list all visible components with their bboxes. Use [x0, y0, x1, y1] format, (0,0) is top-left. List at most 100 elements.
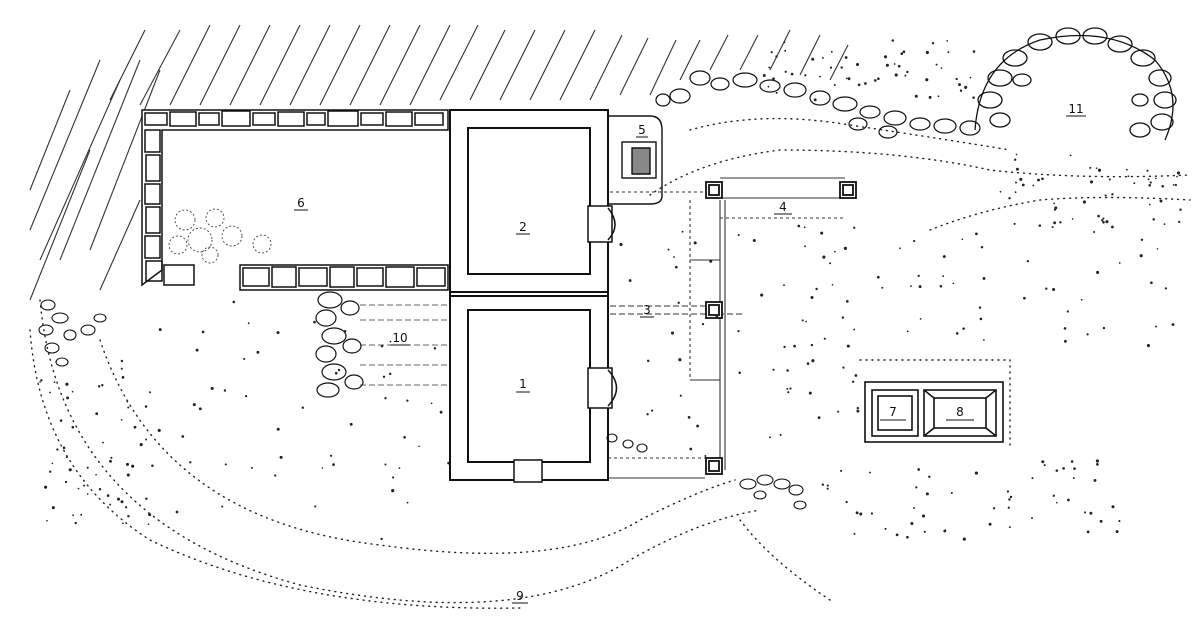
ground-dot — [1096, 463, 1099, 466]
ground-dot — [830, 50, 833, 53]
ground-dot — [881, 286, 884, 289]
ground-dot — [1082, 200, 1086, 204]
walled-yard-walls — [141, 109, 449, 291]
ground-dot — [120, 367, 123, 370]
stone-enclosure — [974, 27, 1177, 141]
ground-dot — [767, 85, 770, 88]
ground-dot — [1008, 498, 1011, 501]
ground-dot — [844, 56, 848, 59]
ground-dot — [1006, 490, 1010, 493]
ground-dot — [1073, 467, 1076, 470]
ground-dot — [329, 454, 333, 457]
ground-dot — [72, 514, 74, 517]
ground-dots — [39, 39, 1182, 541]
ground-dot — [175, 510, 179, 514]
ground-dot — [189, 461, 192, 464]
ground-dot — [148, 391, 152, 394]
ground-dot — [762, 74, 766, 77]
ground-dot — [380, 344, 384, 348]
ground-dot — [931, 42, 935, 45]
ground-dot — [71, 425, 75, 429]
ground-dot — [906, 535, 909, 539]
ground-dot — [950, 491, 953, 495]
ground-dot — [120, 359, 124, 363]
ground-dot — [884, 527, 887, 530]
ground-dot — [704, 455, 707, 457]
ground-dot — [846, 344, 850, 348]
ground-dot — [1154, 177, 1157, 180]
ground-dot — [71, 390, 74, 393]
ground-dot — [737, 330, 740, 333]
ground-dot — [51, 462, 54, 465]
ground-dot — [982, 276, 986, 280]
ground-dot — [787, 391, 790, 394]
ground-dot — [760, 293, 764, 297]
ground-dot — [678, 358, 682, 362]
ground-dot — [1126, 168, 1128, 171]
ground-dot — [840, 66, 843, 69]
ground-dot — [148, 513, 152, 517]
ground-dot — [964, 85, 968, 89]
ground-dot — [946, 40, 949, 42]
ground-dot — [821, 57, 824, 59]
ground-dot — [1009, 495, 1013, 499]
ground-dot — [106, 494, 110, 497]
ground-dot — [972, 96, 975, 99]
ground-dot — [181, 435, 185, 438]
ground-dot — [805, 320, 807, 323]
ground-dot — [274, 474, 277, 477]
ground-dot — [947, 51, 950, 54]
ground-dot — [1097, 168, 1102, 172]
ground-dot — [817, 416, 821, 420]
ground-dot — [833, 83, 836, 87]
ground-dot — [1176, 175, 1178, 178]
ground-dot — [122, 522, 124, 525]
ground-dot — [62, 446, 66, 450]
ground-dot — [646, 413, 649, 416]
ground-dot — [821, 483, 824, 486]
ground-dot — [256, 350, 260, 354]
ground-dot — [775, 91, 778, 94]
ground-dot — [983, 339, 985, 341]
ground-dot — [1043, 464, 1046, 467]
ground-dot — [1102, 217, 1105, 220]
ground-dot — [840, 469, 843, 472]
ground-dot — [811, 359, 815, 363]
ground-dot — [1038, 224, 1042, 227]
ground-dot — [972, 50, 976, 53]
ground-dot — [101, 383, 104, 387]
ground-dot — [66, 396, 70, 400]
ground-dot — [856, 406, 859, 410]
ground-dot — [786, 387, 789, 390]
ground-dot — [769, 436, 771, 439]
ground-dot — [842, 366, 845, 369]
ground-dot — [681, 230, 684, 233]
ground-dot — [894, 73, 898, 77]
ground-dot — [59, 419, 63, 422]
ground-dot — [770, 51, 773, 54]
terrace-stones — [315, 291, 364, 398]
ground-dot — [783, 41, 786, 44]
ground-dot — [851, 380, 855, 383]
ground-dot — [808, 391, 812, 395]
ground-dot — [853, 226, 856, 229]
ground-dot — [1115, 530, 1119, 534]
ground-dot — [279, 455, 283, 459]
ground-dot — [646, 359, 650, 363]
ground-dot — [709, 259, 713, 263]
ground-dot — [928, 95, 932, 99]
posts — [705, 181, 857, 475]
ground-dot — [250, 466, 253, 469]
ground-dot — [1031, 517, 1033, 519]
ground-dot — [910, 521, 914, 526]
ground-dot — [1015, 153, 1018, 156]
ground-dot — [1108, 178, 1111, 181]
ground-dot — [999, 190, 1002, 193]
ground-dot — [801, 319, 804, 322]
ground-dot — [952, 282, 955, 285]
label-stone-enclosure: 11 — [1068, 102, 1083, 116]
ground-dot — [334, 371, 338, 375]
ground-dot — [696, 424, 700, 428]
ground-dot — [1041, 460, 1045, 464]
